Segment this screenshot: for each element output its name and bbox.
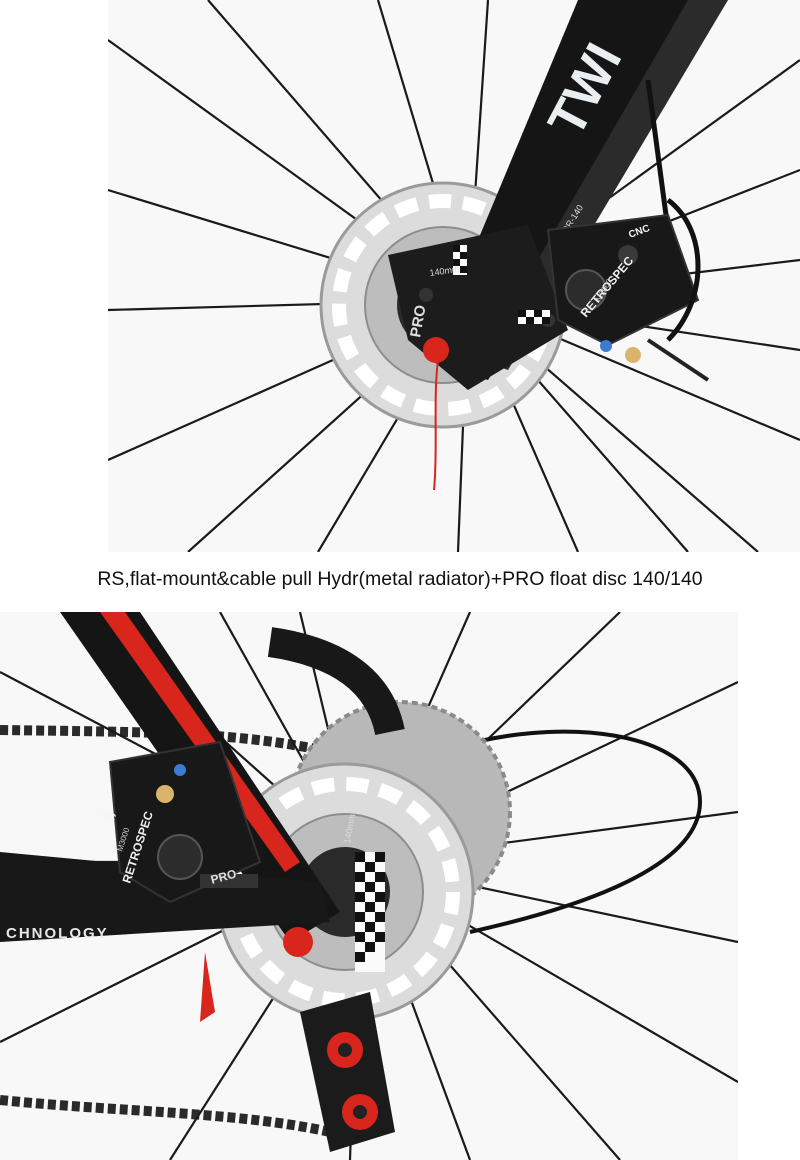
front-brake-caliper [518, 198, 710, 382]
frame-brand-text: CHNOLOGY [6, 925, 109, 942]
front-adapter-bracket [388, 225, 568, 390]
axle-nut-red [423, 337, 449, 363]
red-tag [200, 952, 215, 1022]
rear-derailleur [300, 992, 395, 1152]
disc-size-label: 140mm [429, 264, 460, 278]
brake-hose-loop [439, 729, 703, 934]
rear-brake-caliper [108, 740, 262, 904]
photo-front-disc-brake: TWI PRO 140mm F-140R-140 RETROSPEC [108, 0, 800, 552]
product-caption: RS,flat-mount&cable pull Hydr(metal radi… [97, 568, 703, 590]
red-tag-strap [433, 359, 439, 491]
chain-lower [0, 1095, 332, 1137]
axle-nut-red [283, 927, 313, 957]
rear-adapter-label: PRO [209, 867, 238, 887]
photo-rear-disc-brake: CHNOLOGY 140mm RETROSPEC CNC M3000 PRO [0, 612, 738, 1160]
blue-bleed-screw [174, 764, 186, 776]
rear-wheel-illustration: CHNOLOGY 140mm RETROSPEC CNC M3000 PRO [0, 612, 738, 1160]
blue-bleed-screw [600, 340, 612, 352]
adapter-label: PRO [407, 303, 429, 338]
front-wheel-illustration: TWI PRO 140mm F-140R-140 RETROSPEC [108, 0, 800, 552]
